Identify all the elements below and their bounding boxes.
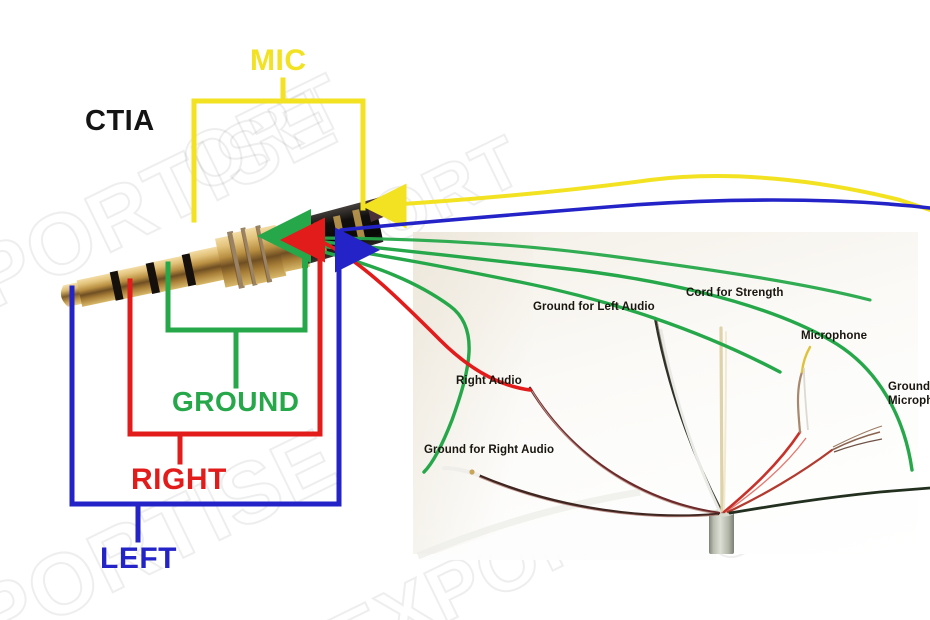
pin-label-mic: MIC xyxy=(250,44,307,77)
pin-label-left: LEFT xyxy=(100,542,177,575)
wire-label-line-2: Microphone xyxy=(888,395,930,407)
wire-label-microphone: Microphone xyxy=(801,330,868,342)
wire-label-ground-microphone: Ground for Microphone xyxy=(888,380,930,408)
wire-label-ground-right-audio: Ground for Right Audio xyxy=(424,444,555,456)
pin-label-ground: GROUND xyxy=(172,386,300,417)
photo-vignette xyxy=(413,232,533,554)
wire-label-ground-left-audio: Ground for Left Audio xyxy=(533,301,655,313)
pin-label-right: RIGHT xyxy=(131,463,227,496)
wire-label-line-1: Ground for xyxy=(888,381,930,393)
mic-callout xyxy=(191,77,366,223)
standard-label: CTIA xyxy=(85,105,155,137)
right-callout xyxy=(127,235,323,465)
ground-callout xyxy=(165,233,308,389)
wire-label-right-audio: Right Audio xyxy=(456,375,522,387)
left-callout xyxy=(69,231,342,543)
wire-label-cord-for-strength: Cord for Strength xyxy=(686,287,784,299)
